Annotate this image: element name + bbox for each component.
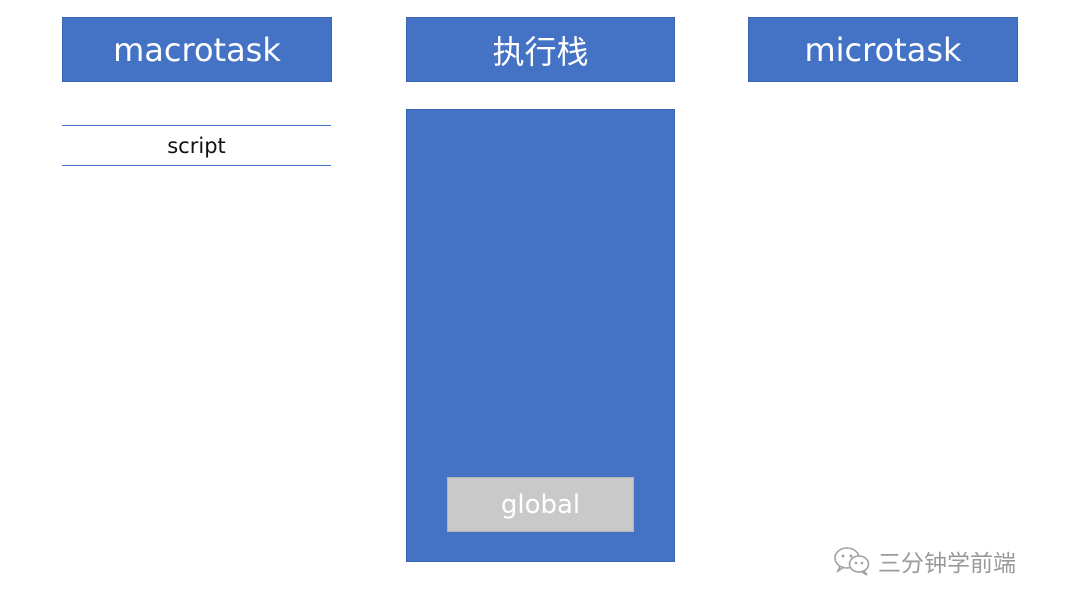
wechat-icon bbox=[832, 545, 872, 577]
stack-frame-global: global bbox=[447, 477, 634, 532]
watermark-text: 三分钟学前端 bbox=[878, 551, 1016, 577]
watermark: 三分钟学前端 bbox=[832, 541, 1016, 581]
microtask-header: microtask bbox=[748, 17, 1018, 82]
execution-stack-header: 执行栈 bbox=[406, 17, 675, 82]
macrotask-queue-item-script: script bbox=[62, 125, 331, 166]
macrotask-header: macrotask bbox=[62, 17, 332, 82]
